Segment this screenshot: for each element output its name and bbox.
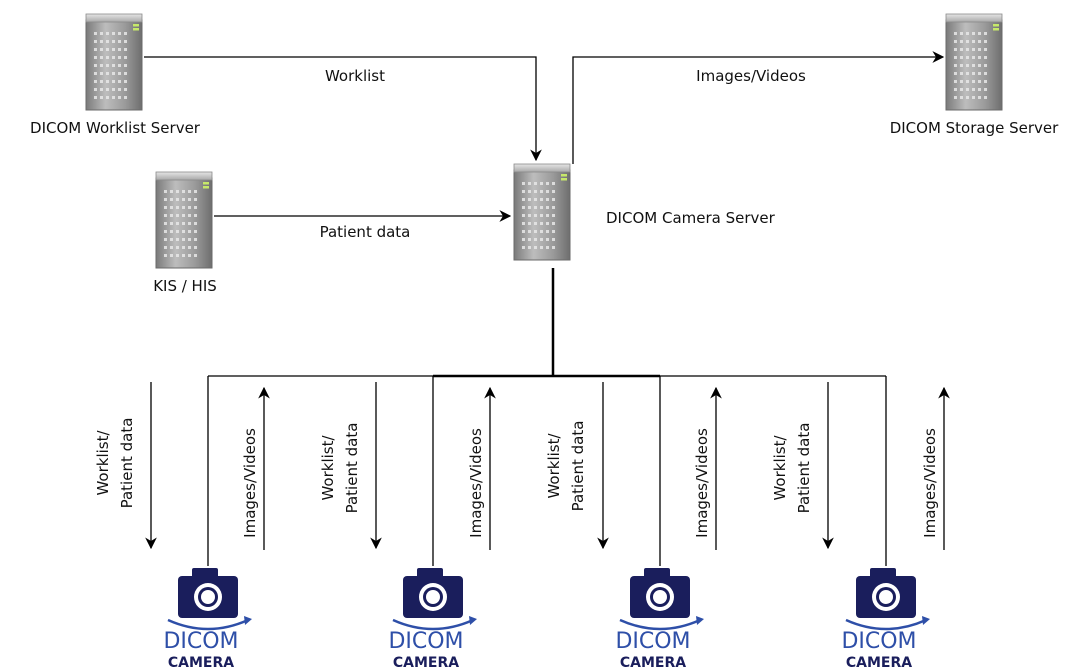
- worklist-server: DICOM Worklist Server: [30, 13, 201, 137]
- camera-server-icon: [513, 163, 571, 261]
- camera-text-dicom: DICOM: [841, 629, 916, 654]
- kis-his-server-icon: [155, 171, 213, 269]
- patient-data-connection: Patient data: [214, 210, 512, 241]
- camera-link-4: Worklist/ Patient data Images/Videos: [771, 382, 950, 550]
- camera-text-dicom: DICOM: [163, 629, 238, 654]
- worklist-arrow: [144, 56, 542, 162]
- down-label-line1: Worklist/: [94, 430, 112, 496]
- images-videos-arrow: [572, 51, 945, 164]
- camera-text-camera: CAMERA: [846, 655, 912, 671]
- camera-link-2: Worklist/ Patient data Images/Videos: [319, 382, 496, 550]
- dicom-camera-2: DICOM CAMERA: [388, 566, 479, 671]
- down-label-line1: Worklist/: [319, 435, 337, 501]
- camera-text-dicom: DICOM: [615, 629, 690, 654]
- down-label-line1: Worklist/: [771, 435, 789, 501]
- camera-icon: [391, 566, 479, 631]
- camera-server: DICOM Camera Server: [513, 163, 776, 261]
- images-videos-edge-label: Images/Videos: [696, 67, 806, 85]
- dicom-camera-3: DICOM CAMERA: [615, 566, 706, 671]
- down-label-line1: Worklist/: [545, 433, 563, 499]
- camera-server-label: DICOM Camera Server: [606, 209, 776, 227]
- down-label-line2: Patient data: [343, 423, 361, 514]
- camera-text-camera: CAMERA: [620, 655, 686, 671]
- up-label: Images/Videos: [241, 428, 259, 538]
- worklist-edge-label: Worklist: [325, 67, 385, 85]
- down-label-line2: Patient data: [795, 423, 813, 514]
- camera-bus: [207, 268, 887, 566]
- camera-icon: [166, 566, 254, 631]
- worklist-connection: Worklist: [144, 56, 542, 162]
- up-label: Images/Videos: [921, 428, 939, 538]
- dicom-camera-4: DICOM CAMERA: [841, 566, 932, 671]
- up-label: Images/Videos: [693, 428, 711, 538]
- storage-server-label: DICOM Storage Server: [890, 119, 1059, 137]
- camera-link-1: Worklist/ Patient data Images/Videos: [94, 382, 270, 550]
- storage-server-icon: [945, 13, 1003, 111]
- up-label: Images/Videos: [467, 428, 485, 538]
- camera-icon: [618, 566, 706, 631]
- camera-link-3: Worklist/ Patient data Images/Videos: [545, 382, 722, 550]
- storage-server: DICOM Storage Server: [890, 13, 1059, 137]
- camera-text-dicom: DICOM: [388, 629, 463, 654]
- patient-data-edge-label: Patient data: [320, 223, 411, 241]
- images-videos-connection: Images/Videos: [572, 51, 945, 164]
- down-label-line2: Patient data: [569, 421, 587, 512]
- camera-text-camera: CAMERA: [168, 655, 234, 671]
- down-label-line2: Patient data: [118, 418, 136, 509]
- kis-his-server: KIS / HIS: [153, 171, 217, 295]
- dicom-camera-1: DICOM CAMERA: [163, 566, 254, 671]
- kis-his-label: KIS / HIS: [153, 277, 217, 295]
- camera-icon: [844, 566, 932, 631]
- worklist-server-icon: [85, 13, 143, 111]
- worklist-server-label: DICOM Worklist Server: [30, 119, 201, 137]
- camera-text-camera: CAMERA: [393, 655, 459, 671]
